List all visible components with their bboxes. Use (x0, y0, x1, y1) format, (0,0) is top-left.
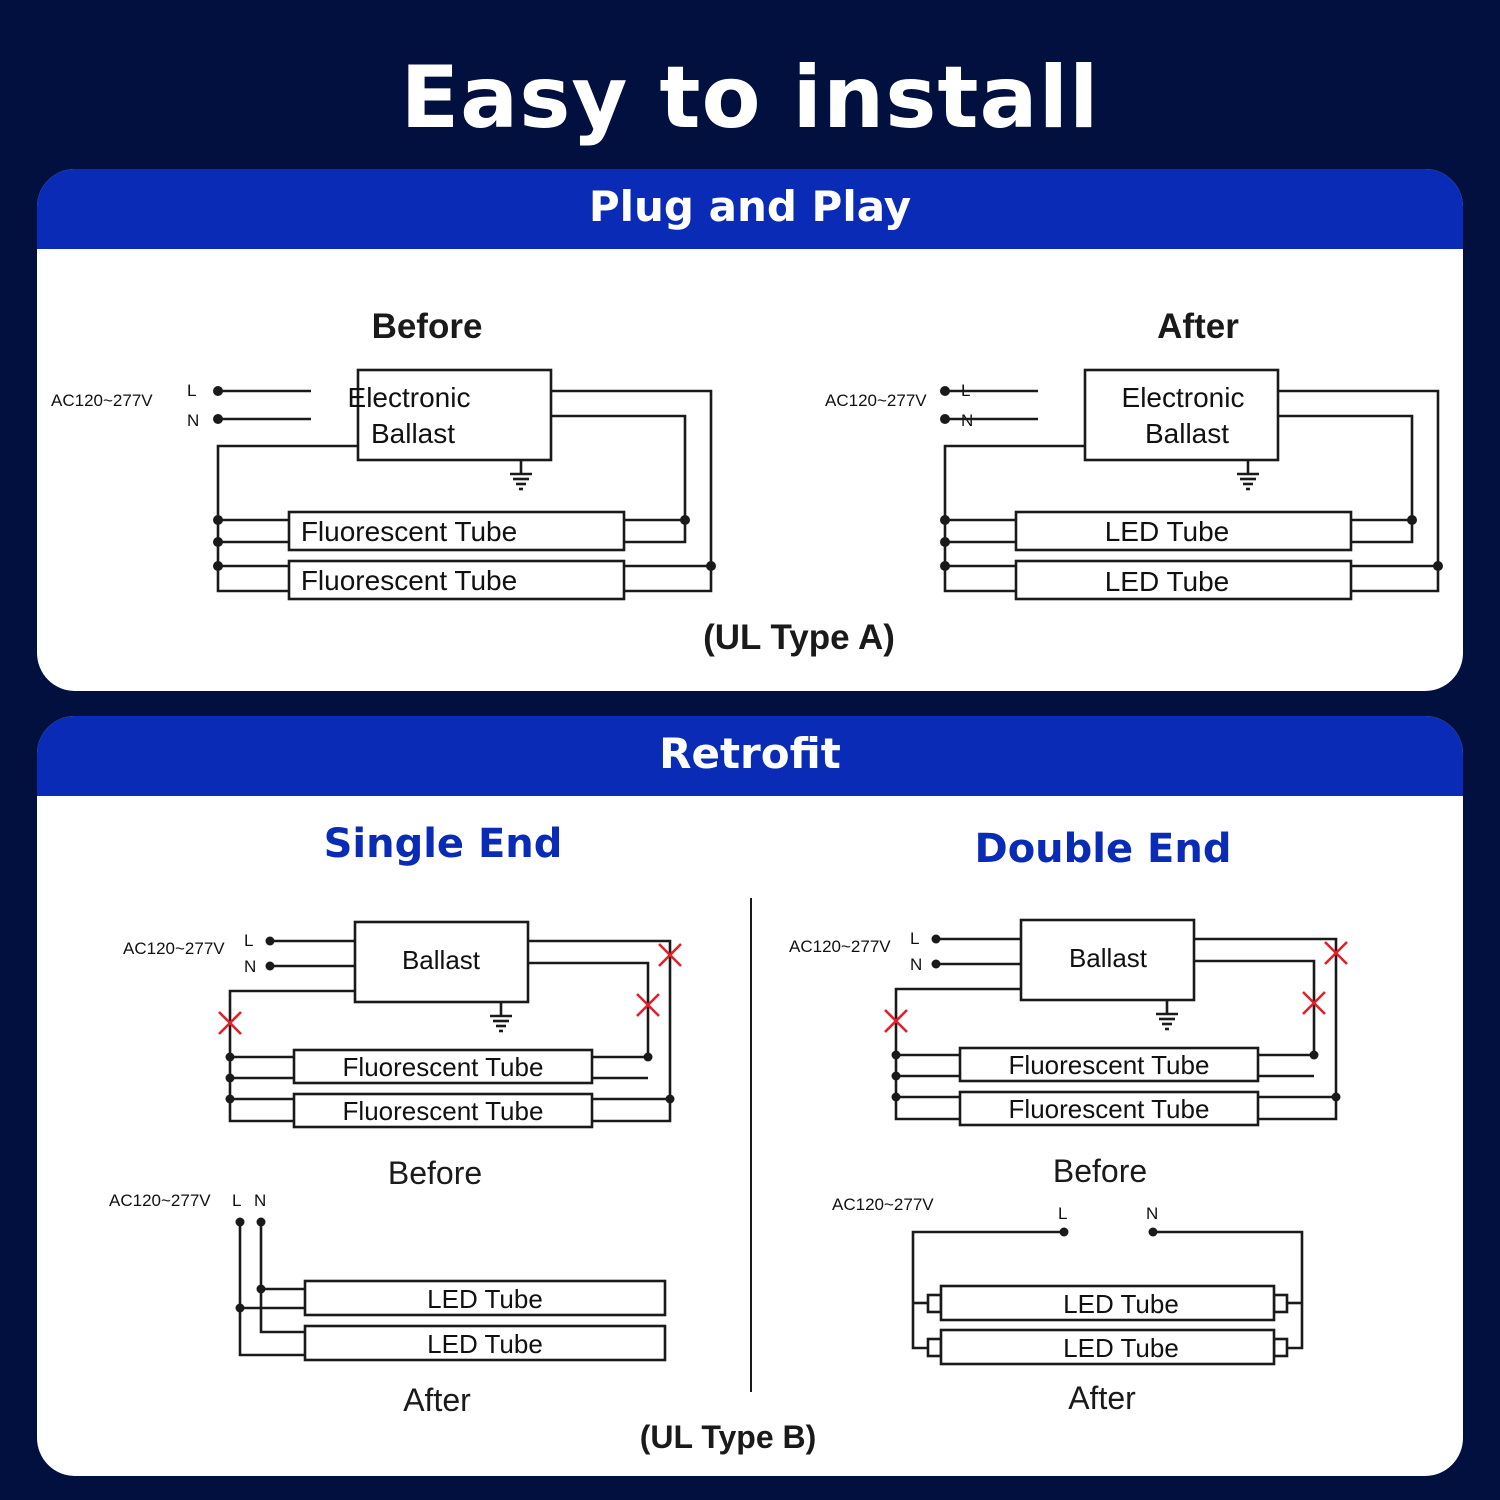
before-caption: Before (1053, 1153, 1147, 1189)
tube-label: Fluorescent Tube (1009, 1050, 1210, 1080)
ballast-label: Ballast (371, 418, 455, 449)
neutral-label: N (244, 957, 256, 976)
before-heading: Before (372, 307, 483, 346)
tube-label: Fluorescent Tube (301, 516, 517, 547)
tube-label: LED Tube (1105, 516, 1230, 547)
line-label: L (1058, 1204, 1067, 1223)
double-end-after-diagram: AC120~277V L N LED Tube LED Tube After (832, 1195, 1304, 1416)
single-end-before-diagram: AC120~277V L N Ballast Fluorescent Tube … (123, 922, 681, 1191)
tube-label: LED Tube (1105, 566, 1230, 597)
line-label: L (232, 1191, 241, 1210)
plug-play-after-diagram: After AC120~277V L N Electronic Ballast … (825, 307, 1443, 599)
double-end-heading: Double End (975, 826, 1232, 872)
ballast-label: Ballast (1069, 943, 1148, 973)
tube-label: Fluorescent Tube (1009, 1094, 1210, 1124)
voltage-label: AC120~277V (789, 937, 891, 956)
line-label: L (187, 381, 196, 400)
neutral-label: N (961, 411, 973, 430)
ballast-label: Ballast (402, 945, 481, 975)
tube-label: LED Tube (1063, 1333, 1179, 1363)
single-end-after-diagram: AC120~277V L N LED Tube LED Tube After (109, 1191, 667, 1418)
voltage-label: AC120~277V (51, 391, 153, 410)
tube-label: LED Tube (427, 1284, 543, 1314)
tube-label: LED Tube (1063, 1289, 1179, 1319)
tube-label: Fluorescent Tube (301, 565, 517, 596)
plug-and-play-header: Plug and Play (37, 169, 1463, 249)
tube-label: Fluorescent Tube (343, 1096, 544, 1126)
voltage-label: AC120~277V (123, 939, 225, 958)
neutral-label: N (187, 411, 199, 430)
ballast-label: Electronic (1122, 382, 1245, 413)
after-caption: After (403, 1382, 471, 1418)
tube-label: LED Tube (427, 1329, 543, 1359)
neutral-label: N (910, 955, 922, 974)
tube-label: Fluorescent Tube (343, 1052, 544, 1082)
plug-play-before-diagram: Before AC120~277V L N Electronic Ballast… (51, 307, 716, 599)
ballast-label: Ballast (1145, 418, 1229, 449)
page-title: Easy to install (400, 48, 1100, 148)
after-heading: After (1157, 307, 1239, 346)
ul-type-b-label: (UL Type B) (640, 1419, 817, 1455)
line-label: L (244, 931, 253, 950)
line-label: L (910, 929, 919, 948)
single-end-heading: Single End (324, 821, 563, 867)
neutral-label: N (254, 1191, 266, 1210)
retrofit-header: Retrofit (37, 716, 1463, 796)
double-end-before-diagram: AC120~277V L N Ballast Fluorescent Tube … (789, 920, 1347, 1189)
voltage-label: AC120~277V (832, 1195, 934, 1214)
ul-type-a-label: (UL Type A) (703, 618, 895, 657)
ballast-label: Electronic (348, 382, 471, 413)
after-caption: After (1068, 1380, 1136, 1416)
voltage-label: AC120~277V (825, 391, 927, 410)
before-caption: Before (388, 1155, 482, 1191)
neutral-label: N (1146, 1204, 1158, 1223)
voltage-label: AC120~277V (109, 1191, 211, 1210)
